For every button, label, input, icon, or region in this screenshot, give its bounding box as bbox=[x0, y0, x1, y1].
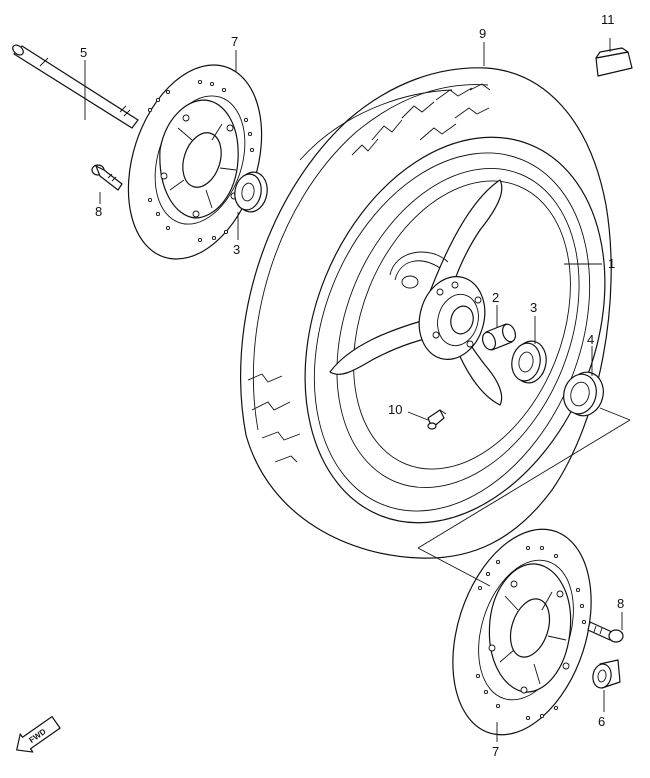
callout-5: 5 bbox=[80, 45, 87, 60]
callout-9: 9 bbox=[479, 26, 486, 41]
balance-weight bbox=[595, 47, 633, 77]
spacer-part bbox=[481, 323, 517, 351]
disc-bolt-lower bbox=[587, 621, 624, 643]
assembly-guide-lines bbox=[417, 407, 631, 587]
bearing-right bbox=[511, 340, 547, 384]
callout-11: 11 bbox=[601, 12, 615, 27]
callout-3-left: 3 bbox=[233, 242, 240, 257]
callout-10: 10 bbox=[388, 402, 402, 417]
brake-disc-upper bbox=[127, 64, 263, 260]
spacer-collar bbox=[592, 659, 621, 689]
callout-1: 1 bbox=[608, 256, 615, 271]
wheel-hub-and-spokes bbox=[329, 179, 503, 406]
bearing-left bbox=[234, 171, 268, 213]
leader-lines bbox=[84, 38, 623, 742]
tire-valve bbox=[427, 409, 447, 430]
forward-arrow-icon: FWD bbox=[16, 716, 61, 753]
callout-7-lower: 7 bbox=[492, 744, 499, 759]
axle-shaft bbox=[12, 44, 139, 129]
callout-labels: 1 2 3 3 4 5 6 7 7 8 8 9 10 11 bbox=[80, 12, 624, 759]
callout-4: 4 bbox=[587, 332, 594, 347]
callout-7-upper: 7 bbox=[231, 34, 238, 49]
disc-bolt-upper bbox=[91, 164, 123, 191]
brake-disc-lower bbox=[452, 528, 592, 736]
callout-3-right: 3 bbox=[530, 300, 537, 315]
callout-8-upper: 8 bbox=[95, 204, 102, 219]
callout-8-lower: 8 bbox=[617, 596, 624, 611]
callout-6: 6 bbox=[598, 714, 605, 729]
callout-2: 2 bbox=[492, 290, 499, 305]
oil-seal bbox=[563, 371, 604, 417]
